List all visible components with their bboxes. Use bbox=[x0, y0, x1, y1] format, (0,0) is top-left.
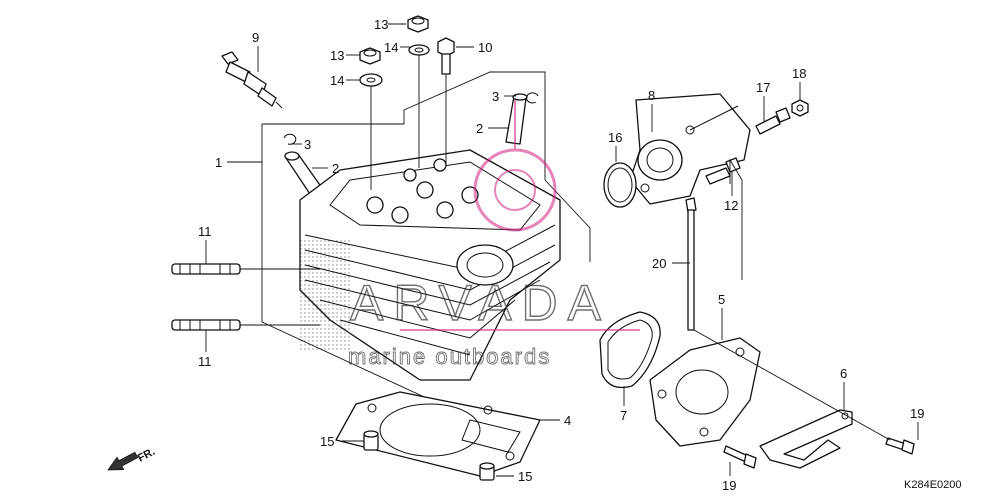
o-ring-16 bbox=[603, 162, 637, 208]
callout-10: 10 bbox=[478, 40, 492, 55]
callout-3-right: 3 bbox=[492, 89, 499, 104]
callout-19-right: 19 bbox=[910, 406, 924, 421]
callout-5: 5 bbox=[718, 292, 725, 307]
bolt-19-left bbox=[723, 445, 757, 469]
callout-3-left: 3 bbox=[304, 137, 311, 152]
callout-8: 8 bbox=[648, 88, 655, 103]
bolt-19-right bbox=[885, 437, 915, 455]
callout-2-right: 2 bbox=[476, 121, 483, 136]
callout-15-right: 15 bbox=[518, 469, 532, 484]
front-direction-arrow bbox=[107, 451, 139, 471]
diagram-code: K284E0200 bbox=[904, 479, 962, 491]
clip-3-right bbox=[526, 92, 539, 104]
dowel-pin-15-left bbox=[363, 430, 379, 451]
callout-18: 18 bbox=[792, 66, 806, 81]
valve-guide-2-right bbox=[505, 93, 528, 145]
camshaft-cover-5 bbox=[649, 337, 761, 447]
watermark-subtitle: marine outboards bbox=[348, 344, 551, 369]
bolt-10 bbox=[437, 37, 455, 75]
callout-13-upper: 13 bbox=[374, 17, 388, 32]
bolt-12 bbox=[705, 157, 741, 185]
clip-3-left bbox=[283, 133, 297, 145]
long-bolt-20 bbox=[685, 197, 697, 331]
callout-19-left: 19 bbox=[722, 478, 736, 493]
callout-11-upper: 11 bbox=[198, 224, 212, 239]
callout-2-left: 2 bbox=[332, 161, 339, 176]
callout-9: 9 bbox=[252, 30, 259, 45]
washer-14-lower bbox=[359, 73, 383, 87]
callout-17: 17 bbox=[756, 80, 770, 95]
watermark bbox=[400, 100, 640, 331]
cylinder-head bbox=[299, 149, 561, 381]
dowel-pin-15-right bbox=[479, 462, 495, 481]
assembly-bracket bbox=[261, 71, 591, 433]
callout-7: 7 bbox=[620, 408, 627, 423]
stud-bolt-11-upper bbox=[171, 263, 241, 275]
cap-nut-13-lower bbox=[359, 47, 381, 65]
callout-13-lower: 13 bbox=[330, 48, 344, 63]
stud-bolt-11-lower bbox=[171, 319, 241, 331]
callout-20: 20 bbox=[652, 256, 666, 271]
callout-12: 12 bbox=[724, 198, 738, 213]
cap-nut-13-upper bbox=[407, 15, 429, 33]
callout-16: 16 bbox=[608, 130, 622, 145]
bolt-17 bbox=[755, 107, 791, 135]
front-label: FR. bbox=[136, 446, 157, 465]
nut-18 bbox=[791, 99, 809, 117]
watermark-brand: ARVADA bbox=[350, 275, 611, 331]
callout-11-lower: 11 bbox=[198, 354, 212, 369]
callout-15-left: 15 bbox=[320, 434, 334, 449]
leader-lines bbox=[205, 23, 919, 477]
intake-pipe bbox=[629, 93, 751, 205]
head-gasket-4 bbox=[335, 391, 541, 477]
callout-14-upper: 14 bbox=[384, 40, 398, 55]
callout-14-lower: 14 bbox=[330, 73, 344, 88]
spark-plug bbox=[221, 51, 283, 109]
callout-4: 4 bbox=[564, 413, 571, 428]
callout-1: 1 bbox=[215, 155, 222, 170]
callout-6: 6 bbox=[840, 366, 847, 381]
callouts: 9 13 13 14 14 10 3 2 3 2 1 8 17 18 16 12… bbox=[198, 17, 924, 493]
washer-14-upper bbox=[408, 44, 430, 56]
bracket-6 bbox=[759, 409, 853, 469]
